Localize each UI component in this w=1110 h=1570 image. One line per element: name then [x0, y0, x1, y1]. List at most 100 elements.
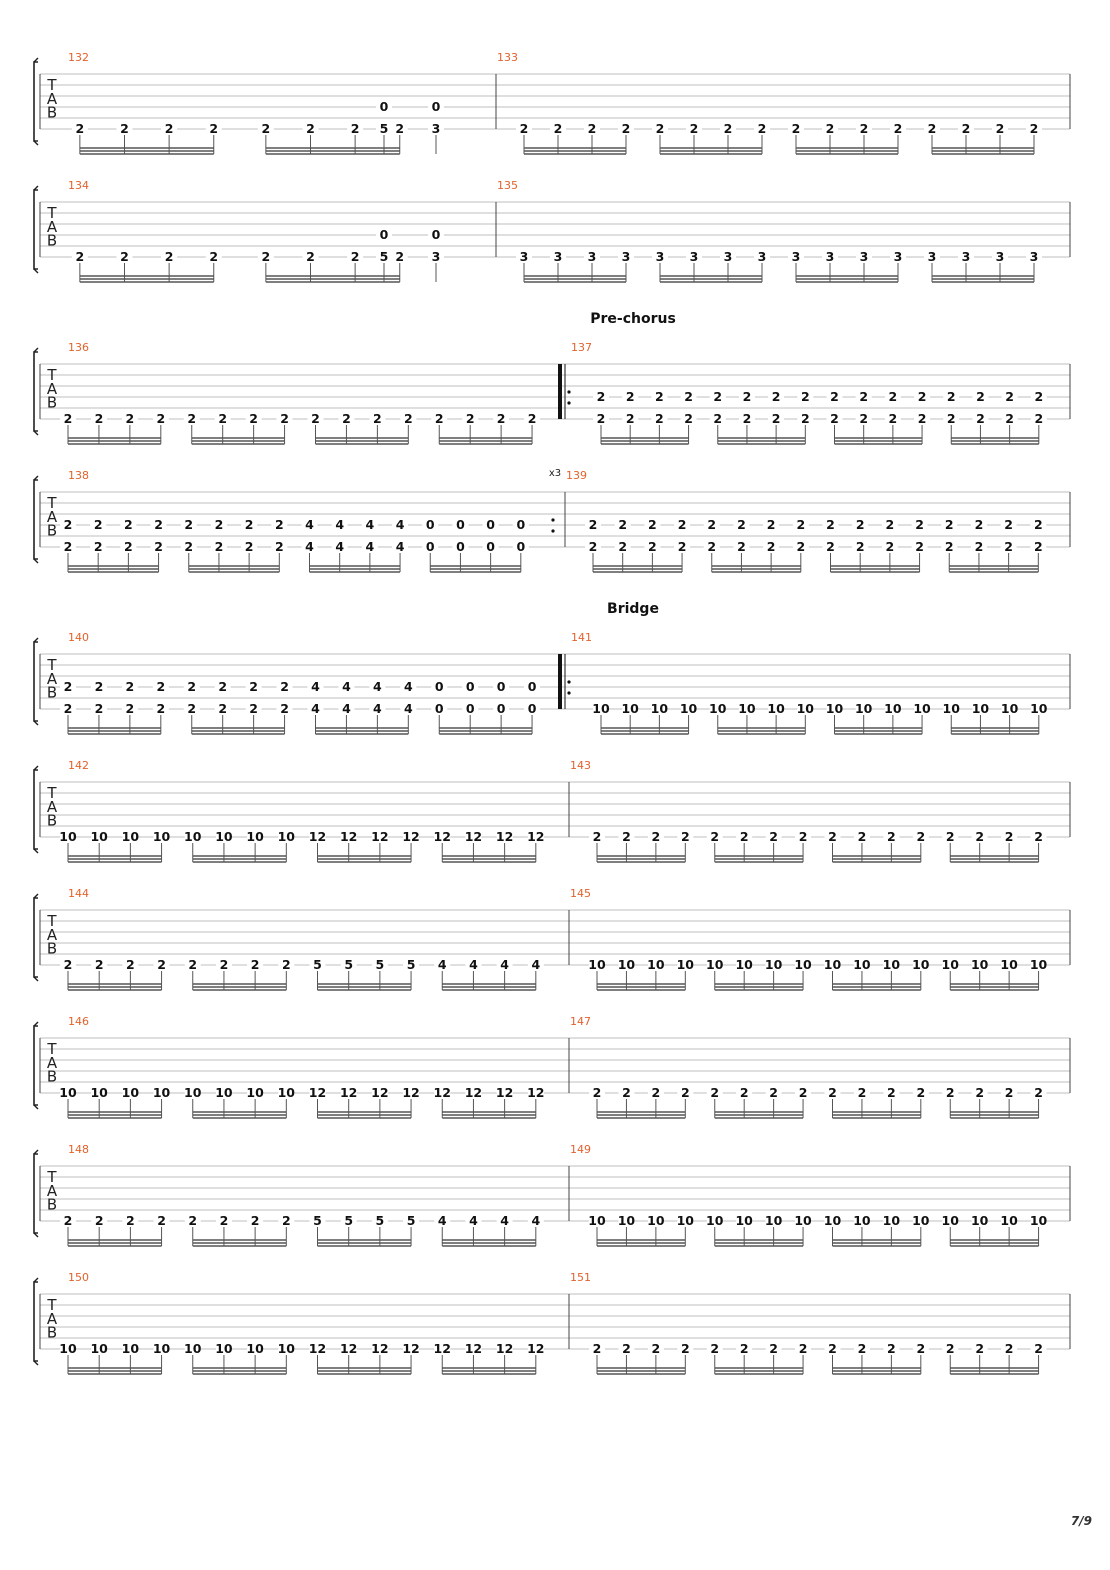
staff-bracket: [33, 479, 38, 560]
fret-bg: [71, 252, 88, 263]
fret-number: 4: [305, 539, 314, 554]
fret-bg: [853, 1344, 870, 1355]
fret-number: 10: [972, 701, 990, 716]
fret-number: 5: [344, 1213, 353, 1228]
fret-bg: [215, 1344, 232, 1355]
fret-number: 2: [915, 517, 924, 532]
fret-number: 2: [918, 411, 927, 426]
fret-number: 0: [466, 701, 475, 716]
fret-bg: [709, 392, 726, 403]
fret-number: 10: [90, 1341, 108, 1356]
bracket-hook: [33, 268, 39, 274]
fret-number: 2: [792, 121, 801, 136]
fret-bg: [152, 414, 169, 425]
fret-bg: [736, 1088, 753, 1099]
fret-number: 2: [1034, 517, 1043, 532]
fret-number: 12: [340, 1341, 357, 1356]
fret-bg: [733, 520, 750, 531]
fret-bg: [822, 252, 838, 263]
fret-bg: [550, 252, 566, 263]
fret-number: 2: [1034, 829, 1043, 844]
fret-number: 2: [894, 121, 903, 136]
fret-bg: [768, 414, 785, 425]
fret-bg: [822, 520, 839, 531]
fret-bg: [91, 1088, 108, 1099]
tab-clef-letter: A: [47, 1182, 58, 1200]
fret-number: 10: [618, 1213, 636, 1228]
fret-bg: [942, 960, 959, 971]
fret-bg: [614, 520, 631, 531]
fret-bg: [527, 1216, 544, 1227]
fret-number: 10: [971, 1213, 989, 1228]
fret-number: 12: [402, 1085, 419, 1100]
bracket-hook: [33, 475, 39, 481]
measure-number: 151: [570, 1271, 591, 1284]
fret-bg: [856, 124, 872, 135]
fret-bg: [971, 1344, 988, 1355]
staff-bracket: [33, 1281, 38, 1362]
staff-bracket: [33, 1025, 38, 1106]
fret-number: 10: [647, 957, 665, 972]
tab-clef-letter: B: [47, 684, 57, 702]
fret-bg: [795, 1216, 812, 1227]
fret-bg: [524, 682, 541, 693]
fret-bg: [496, 960, 513, 971]
fret-bg: [247, 832, 264, 843]
fret-bg: [516, 124, 532, 135]
fret-bg: [340, 960, 357, 971]
fret-bg: [943, 414, 960, 425]
fret-number: 12: [309, 829, 326, 844]
fret-number: 3: [656, 249, 665, 264]
fret-number: 2: [946, 829, 955, 844]
fret-bg: [215, 960, 232, 971]
fret-number: 3: [432, 249, 441, 264]
fret-number: 2: [1030, 121, 1039, 136]
fret-number: 12: [309, 1085, 326, 1100]
fret-number: 2: [622, 1085, 631, 1100]
fret-bg: [153, 1344, 170, 1355]
fret-number: 4: [311, 701, 320, 716]
fret-bg: [1001, 704, 1018, 715]
bracket-hook: [33, 185, 39, 191]
fret-bg: [970, 542, 987, 553]
fret-bg: [824, 832, 841, 843]
fret-number: 12: [371, 1085, 388, 1100]
fret-bg: [278, 1216, 295, 1227]
fret-bg: [482, 542, 499, 553]
fret-number: 2: [311, 411, 320, 426]
fret-number: 3: [622, 249, 631, 264]
fret-bg: [400, 704, 417, 715]
bracket-hook: [33, 848, 39, 854]
repeat-count: x3: [549, 468, 561, 479]
fret-bg: [768, 704, 785, 715]
fret-number: 2: [886, 539, 895, 554]
fret-bg: [824, 1088, 841, 1099]
fret-number: 12: [527, 829, 544, 844]
fret-number: 0: [426, 539, 435, 554]
repeat-dot: [567, 390, 571, 394]
fret-bg: [309, 1216, 326, 1227]
bracket-hook: [33, 1232, 39, 1238]
fret-number: 10: [706, 1213, 724, 1228]
fret-bg: [371, 832, 388, 843]
fret-number: 2: [1004, 539, 1013, 554]
fret-bg: [465, 1344, 482, 1355]
fret-bg: [161, 252, 178, 263]
bracket-hook: [33, 430, 39, 436]
fret-bg: [589, 960, 605, 971]
fret-number: 10: [735, 957, 753, 972]
fret-bg: [184, 960, 201, 971]
fret-number: 2: [184, 539, 193, 554]
fret-bg: [1030, 704, 1047, 715]
fret-bg: [434, 1088, 451, 1099]
fret-bg: [338, 414, 355, 425]
fret-bg: [493, 682, 510, 693]
fret-number: 2: [769, 1341, 778, 1356]
fret-bg: [589, 832, 605, 843]
fret-bg: [184, 1344, 201, 1355]
fret-number: 10: [826, 701, 844, 716]
fret-number: 2: [860, 121, 869, 136]
fret-bg: [331, 520, 348, 531]
fret-bg: [90, 520, 107, 531]
fret-number: 2: [215, 539, 224, 554]
